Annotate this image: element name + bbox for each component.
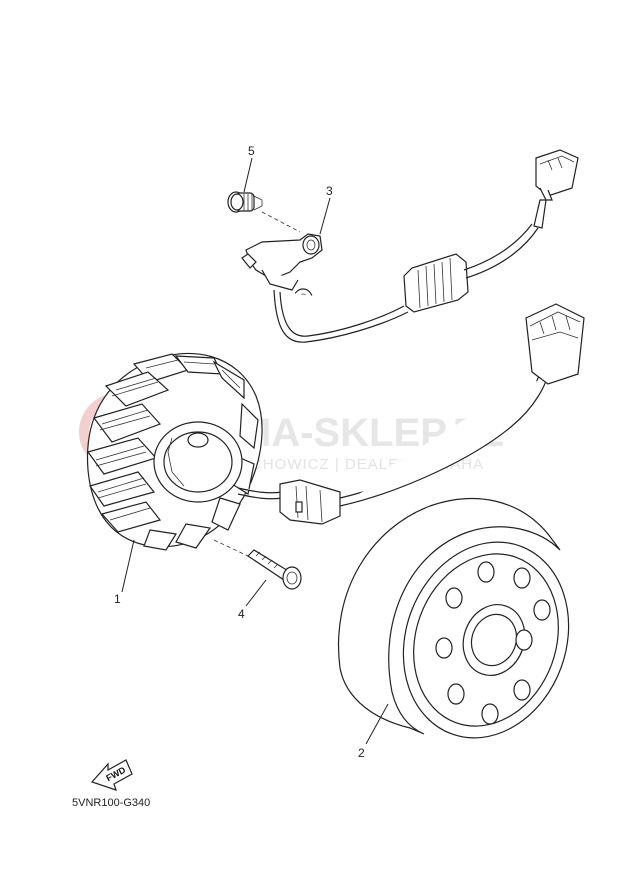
rotor-holes — [435, 561, 551, 725]
diagram-code: 5VNR100-G340 — [72, 797, 150, 809]
part-2-rotor — [338, 497, 570, 739]
callout-4: 4 — [238, 607, 245, 621]
part-3-pickup-sensor — [241, 149, 579, 343]
callout-2: 2 — [358, 746, 365, 760]
callout-1: 1 — [114, 592, 121, 606]
callout-5: 5 — [248, 144, 255, 158]
callouts: 1 2 3 4 5 — [114, 144, 389, 760]
callout-3: 3 — [326, 184, 333, 198]
part-4-screw — [213, 539, 302, 590]
forward-arrow-icon: FWD — [90, 759, 133, 791]
part-5-bolt — [227, 191, 301, 233]
part-1-stator — [86, 303, 585, 551]
